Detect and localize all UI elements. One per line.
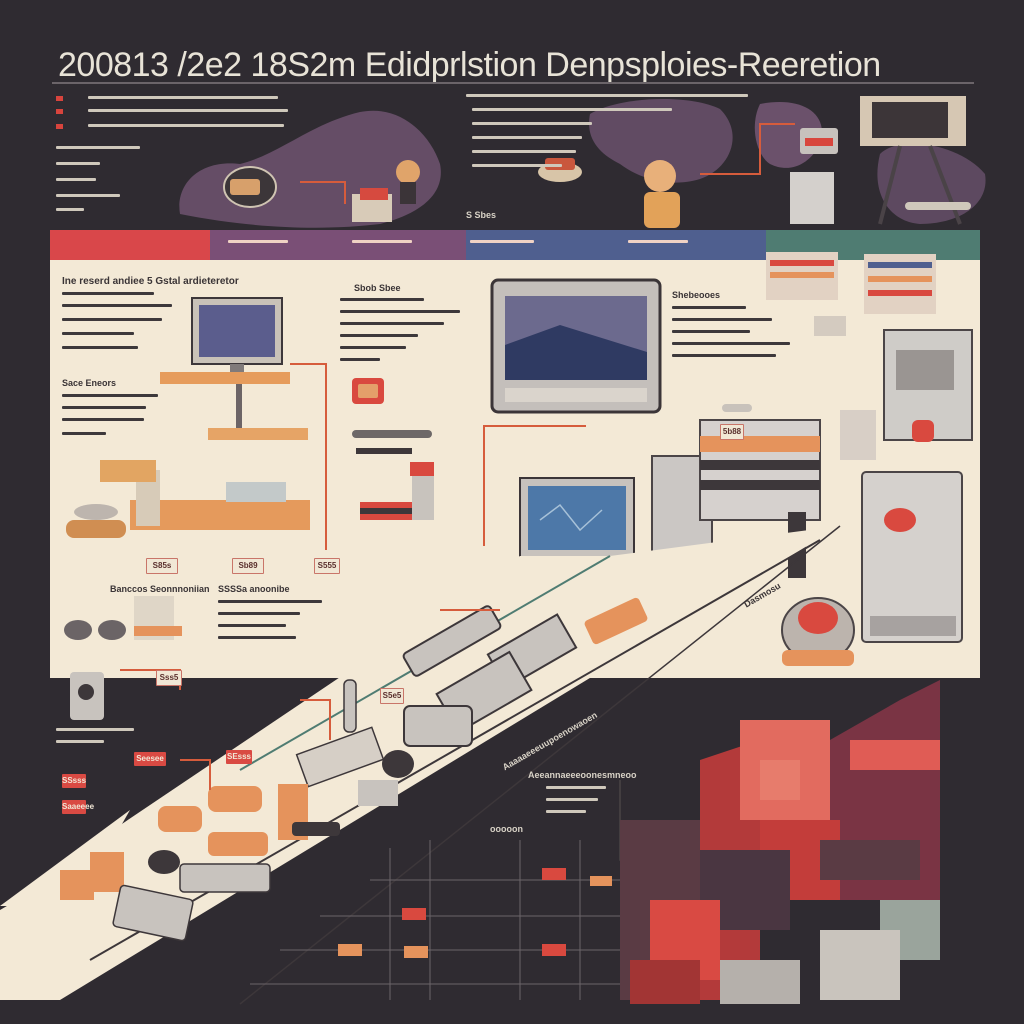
grid-label-a: Aeeannaeeeoonesmneoo	[528, 770, 637, 780]
color-band-blue	[466, 230, 766, 260]
tag-label: SEsss	[226, 750, 252, 764]
tag-label: 5b88	[720, 424, 744, 440]
tag-label: Sss5	[156, 670, 182, 686]
tag-label: Sb89	[232, 558, 264, 574]
top-map-layer	[179, 96, 986, 228]
monitor-icon	[519, 477, 635, 565]
disk-drive-icon	[403, 705, 473, 747]
computer-tower-icon	[790, 172, 834, 224]
lower-left-heading-a: Banccos Seonnnoniian	[110, 584, 210, 594]
title-rule	[52, 82, 974, 84]
tag-label: Saaeeee	[62, 800, 94, 814]
isometric-blocks	[620, 680, 940, 1004]
keyboard-icon	[179, 863, 271, 893]
tag-label: SSsss	[62, 774, 86, 788]
keyboard-icon	[112, 884, 194, 942]
tag-label: S5e5	[380, 688, 404, 704]
lower-left-heading-b: SSSSa anoonibe	[218, 584, 290, 594]
panel-right-heading: Shebeooes	[672, 290, 721, 300]
disk-drive-icon	[64, 620, 92, 640]
person-icon	[396, 160, 420, 184]
person-icon	[644, 160, 676, 192]
tag-label: S85s	[146, 558, 178, 574]
disk-drive-icon	[98, 620, 126, 640]
computer-tower-icon	[883, 329, 973, 442]
tag-label: Seesee	[134, 752, 166, 766]
page-title: 200813 /2e2 18S2m Edidprlstion Denpsploi…	[58, 46, 881, 84]
grid-label-b: ooooon	[490, 824, 523, 834]
world-map-icon	[589, 98, 733, 183]
top-small-label: S Sbes	[466, 210, 497, 220]
panel-center-heading: Sbob Sbee	[354, 283, 401, 293]
keyboard-icon	[295, 726, 385, 788]
camera-icon	[230, 179, 260, 195]
color-band-red	[50, 230, 210, 260]
tape-drive-icon	[781, 597, 855, 666]
disk-drive-icon	[861, 471, 963, 643]
panel-left-heading: Ine reserd andiee 5 Gstal ardieteretor	[62, 276, 239, 287]
monitor-icon	[490, 278, 662, 414]
monitor-icon	[191, 297, 283, 374]
keyboard-icon	[160, 372, 290, 384]
panel-left-subheading: Sace Eneors	[62, 378, 117, 388]
color-band-purple	[210, 230, 466, 260]
tag-label: S555	[314, 558, 340, 574]
lower-grid	[250, 840, 640, 1000]
